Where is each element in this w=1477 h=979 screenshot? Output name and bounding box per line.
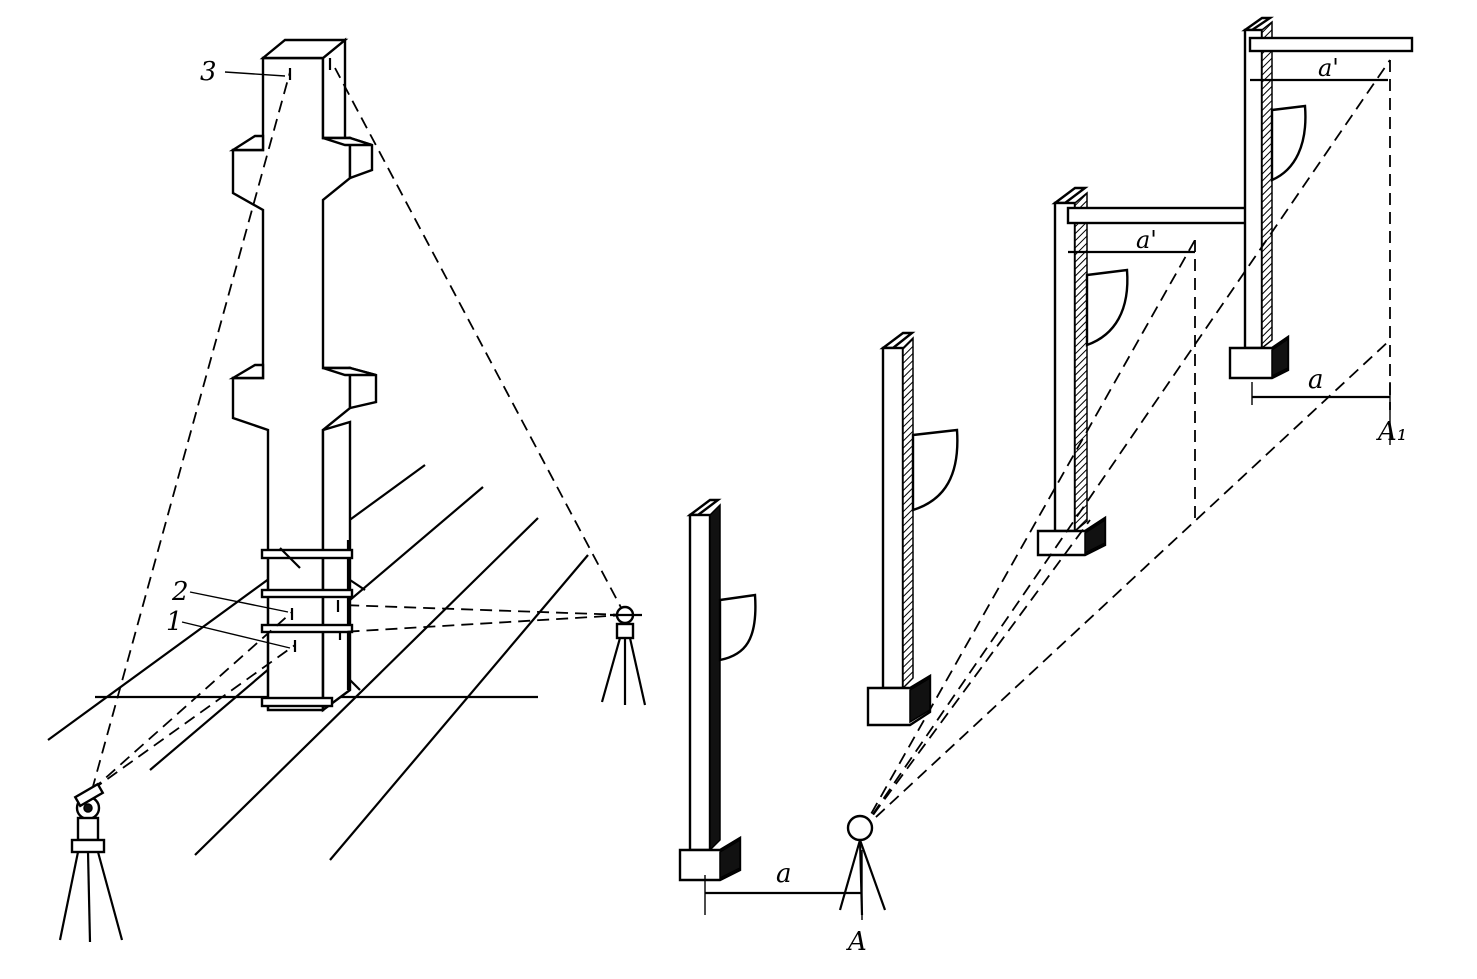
- column-1: [678, 498, 757, 882]
- theodolite-at-A: [838, 814, 887, 916]
- sight-lines-left: [91, 67, 626, 791]
- column-3: [1036, 186, 1250, 557]
- left-scene: 3 2 1: [47, 37, 647, 943]
- sight-lines-right: [861, 59, 1391, 831]
- column-4: [1228, 16, 1414, 445]
- label-point-A: A: [846, 927, 867, 957]
- theodolite-right: [600, 605, 647, 706]
- column-2: [866, 331, 959, 727]
- label-mark-3: 3: [200, 57, 217, 87]
- tall-column: [228, 37, 378, 713]
- label-mark-2: 2: [171, 577, 189, 607]
- right-scene: a A a' a' a A₁: [678, 16, 1414, 957]
- label-dist-a-bottom: a: [776, 859, 792, 889]
- label-dist-a-right: a: [1308, 365, 1324, 395]
- label-point-A1: A₁: [1376, 417, 1407, 447]
- label-dist-a-prime-mid: a': [1136, 226, 1157, 254]
- measuring-rule-top: [1248, 36, 1414, 53]
- label-dist-a-prime-top: a': [1318, 54, 1339, 82]
- label-mark-1: 1: [166, 607, 183, 637]
- dimension-bottom: [704, 850, 863, 920]
- base-clamp-cage: [260, 540, 366, 710]
- theodolite-left: [58, 782, 124, 943]
- measuring-rule-mid: [1066, 206, 1250, 225]
